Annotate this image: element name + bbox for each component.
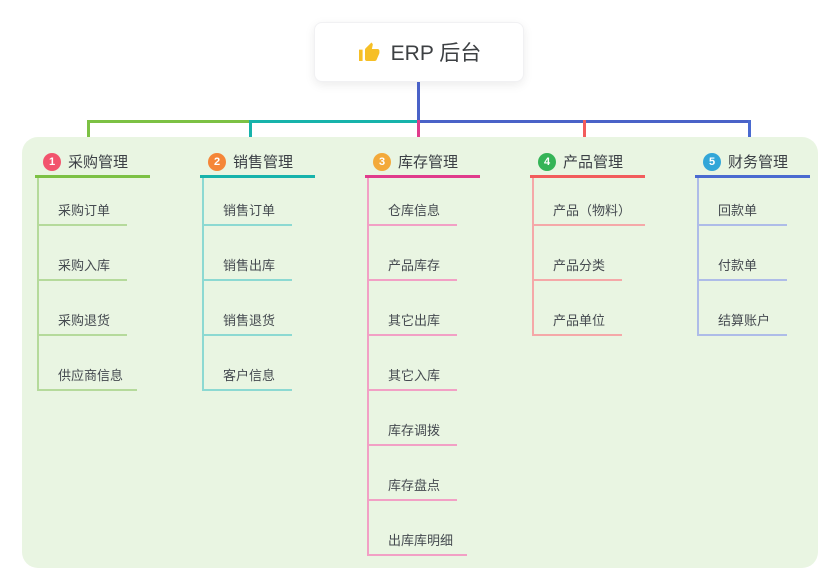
branch-child-node[interactable]: 其它入库: [369, 336, 457, 391]
branch-children: 产品（物料） 产品分类 产品单位: [532, 178, 646, 336]
branch-child-node[interactable]: 产品单位: [534, 281, 622, 336]
branch: 1 采购管理 采购订单 采购入库 采购退货 供应商信息: [35, 148, 150, 391]
branch-title: 产品管理: [563, 154, 624, 171]
branch-header[interactable]: 1 采购管理: [35, 148, 150, 178]
branch-child-node[interactable]: 其它出库: [369, 281, 457, 336]
branch-header[interactable]: 2 销售管理: [200, 148, 315, 178]
branch-child-node[interactable]: 库存盘点: [369, 446, 457, 501]
branch-number-badge: 1: [43, 152, 61, 171]
branch: 4 产品管理 产品（物料） 产品分类 产品单位: [530, 148, 646, 336]
branch-child-node[interactable]: 仓库信息: [369, 178, 457, 226]
child-label: 采购订单: [58, 203, 111, 218]
child-label: 回款单: [718, 203, 758, 218]
connector-line: [249, 120, 252, 150]
branch-number-badge: 5: [703, 152, 721, 171]
branch-child-node[interactable]: 销售退货: [204, 281, 292, 336]
branch: 2 销售管理 销售订单 销售出库 销售退货 客户信息: [200, 148, 315, 391]
connector-line: [748, 120, 751, 150]
connector-line: [417, 120, 420, 150]
connector-line: [417, 82, 420, 123]
child-label: 供应商信息: [58, 368, 124, 383]
branches-panel: [22, 137, 818, 568]
branch-child-node[interactable]: 供应商信息: [39, 336, 138, 391]
branch-title: 财务管理: [728, 154, 789, 171]
branch-child-node[interactable]: 产品分类: [534, 226, 622, 281]
branch-child-node[interactable]: 出库库明细: [369, 501, 468, 556]
branch-child-node[interactable]: 采购退货: [39, 281, 127, 336]
child-label: 其它入库: [388, 368, 441, 383]
connector-line: [249, 120, 419, 123]
branch-number-badge: 3: [373, 152, 391, 171]
child-label: 库存调拨: [388, 423, 441, 438]
branch-children: 回款单 付款单 结算账户: [697, 178, 787, 336]
child-label: 产品单位: [553, 313, 606, 328]
branch-number-badge: 4: [538, 152, 556, 171]
child-label: 客户信息: [223, 368, 276, 383]
child-label: 采购入库: [58, 258, 111, 273]
branch-child-node[interactable]: 库存调拨: [369, 391, 457, 446]
child-label: 采购退货: [58, 313, 111, 328]
branch-child-node[interactable]: 销售订单: [204, 178, 292, 226]
branch-child-node[interactable]: 销售出库: [204, 226, 292, 281]
branch-child-node[interactable]: 客户信息: [204, 336, 292, 391]
branch-child-node[interactable]: 回款单: [699, 178, 787, 226]
thumbs-up-icon: [357, 40, 381, 64]
branch-child-node[interactable]: 产品库存: [369, 226, 457, 281]
branch-child-node[interactable]: 采购订单: [39, 178, 127, 226]
branch-child-node[interactable]: 采购入库: [39, 226, 127, 281]
branch-title: 采购管理: [68, 154, 129, 171]
branch-child-node[interactable]: 产品（物料）: [534, 178, 646, 226]
branch-header[interactable]: 3 库存管理: [365, 148, 480, 178]
branch-children: 销售订单 销售出库 销售退货 客户信息: [202, 178, 292, 391]
child-label: 仓库信息: [388, 203, 441, 218]
branch: 3 库存管理 仓库信息 产品库存 其它出库 其它入库 库存调拨 库存盘点 出库库…: [365, 148, 480, 556]
child-label: 销售出库: [223, 258, 276, 273]
child-label: 其它出库: [388, 313, 441, 328]
branch-child-node[interactable]: 付款单: [699, 226, 787, 281]
child-label: 销售订单: [223, 203, 276, 218]
child-label: 库存盘点: [388, 478, 441, 493]
connector-line: [583, 120, 586, 150]
child-label: 产品（物料）: [553, 203, 632, 218]
branch-header[interactable]: 5 财务管理: [695, 148, 810, 178]
child-label: 付款单: [718, 258, 758, 273]
branch-title: 库存管理: [398, 154, 459, 171]
branch-children: 采购订单 采购入库 采购退货 供应商信息: [37, 178, 138, 391]
branch: 5 财务管理 回款单 付款单 结算账户: [695, 148, 810, 336]
branch-children: 仓库信息 产品库存 其它出库 其它入库 库存调拨 库存盘点 出库库明细: [367, 178, 468, 556]
branch-header[interactable]: 4 产品管理: [530, 148, 645, 178]
branch-child-node[interactable]: 结算账户: [699, 281, 787, 336]
connector-line: [87, 120, 90, 150]
branch-title: 销售管理: [233, 154, 294, 171]
child-label: 产品分类: [553, 258, 606, 273]
child-label: 结算账户: [718, 313, 771, 328]
child-label: 出库库明细: [388, 533, 454, 548]
root-node[interactable]: ERP 后台: [314, 22, 524, 82]
root-title: ERP 后台: [390, 42, 482, 65]
branch-number-badge: 2: [208, 152, 226, 171]
connector-line: [87, 120, 251, 123]
child-label: 销售退货: [223, 313, 276, 328]
child-label: 产品库存: [388, 258, 441, 273]
